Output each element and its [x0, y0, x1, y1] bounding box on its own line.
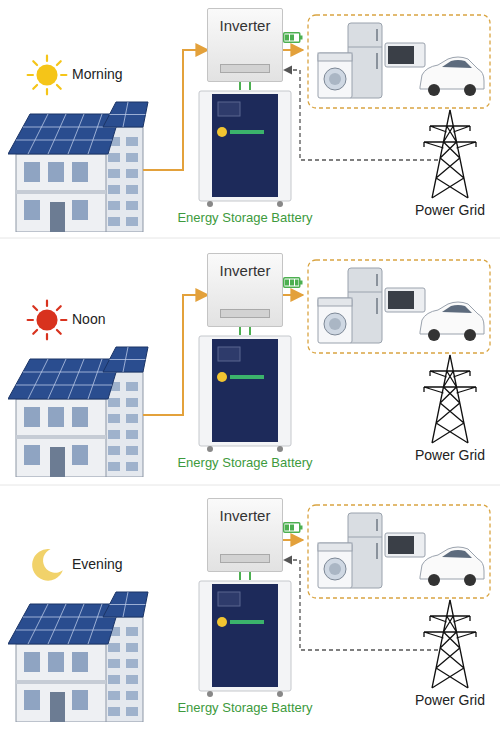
battery-cabinet: [198, 335, 292, 453]
inverter-display: [220, 554, 270, 563]
battery-unit: Energy Storage Battery: [170, 90, 320, 226]
appliances: [318, 268, 484, 343]
appliances: [318, 513, 484, 588]
inverter-box: Inverter: [207, 253, 283, 327]
grid-tower: [410, 108, 490, 200]
node-caption: Energy Storage Battery: [177, 455, 312, 471]
appliances: [318, 23, 484, 98]
battery-cabinet: [198, 580, 292, 698]
charge-icon: [284, 33, 303, 43]
power-arrow: [143, 50, 208, 170]
power-arrow: [280, 539, 303, 541]
node-caption: Power Grid: [415, 447, 485, 464]
time-label: Morning: [72, 66, 123, 82]
box-label: Inverter: [208, 254, 282, 280]
grid-tower: [410, 353, 490, 445]
power-grid: Power Grid: [410, 108, 490, 219]
separator: [0, 485, 500, 486]
load-box: [308, 260, 490, 353]
solar-house: [8, 592, 148, 722]
charge-icon: [284, 523, 303, 533]
inverter-box: Inverter: [207, 8, 283, 82]
node-caption: Energy Storage Battery: [177, 700, 312, 716]
power-grid: Power Grid: [410, 598, 490, 709]
inverter-display: [220, 309, 270, 318]
grid-tower: [410, 598, 490, 690]
inverter-box: Inverter: [207, 498, 283, 572]
power-arrow: [143, 295, 208, 415]
battery-link: [240, 327, 250, 335]
battery-link: [240, 82, 250, 90]
time-label: Noon: [72, 311, 105, 327]
battery-unit: Energy Storage Battery: [170, 335, 320, 471]
time-label: Evening: [72, 556, 123, 572]
moon-icon: [32, 549, 63, 581]
solar-house: [8, 102, 148, 232]
load-box: [308, 505, 490, 598]
sun-icon: [28, 56, 67, 95]
grid-feed: [284, 70, 438, 160]
power-arrow: [280, 294, 303, 296]
battery-link: [240, 572, 250, 580]
battery-unit: Energy Storage Battery: [170, 580, 320, 716]
grid-feed: [284, 560, 438, 650]
node-caption: Energy Storage Battery: [177, 210, 312, 226]
solar-house: [8, 347, 148, 477]
power-grid: Power Grid: [410, 353, 490, 464]
charge-icon: [284, 278, 303, 288]
inverter-display: [220, 64, 270, 73]
sun-icon: [28, 301, 67, 340]
box-label: Inverter: [208, 499, 282, 525]
load-box: [308, 15, 490, 108]
battery-cabinet: [198, 90, 292, 208]
box-label: Inverter: [208, 9, 282, 35]
separator: [0, 238, 500, 239]
node-caption: Power Grid: [415, 202, 485, 219]
power-arrow: [280, 49, 303, 51]
node-caption: Power Grid: [415, 692, 485, 709]
